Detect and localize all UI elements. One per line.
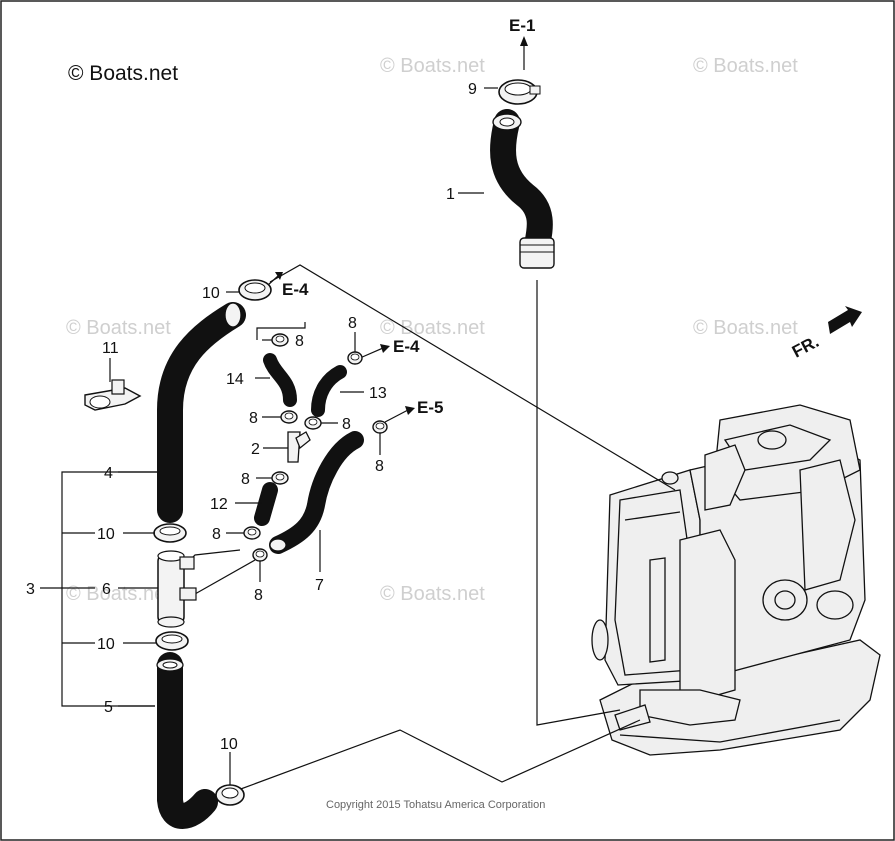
clamp-9[interactable]: [498, 79, 541, 105]
engine-pulley-hub: [774, 590, 796, 610]
hose-12[interactable]: [254, 482, 278, 526]
watermark-faint: © Boats.net: [66, 583, 171, 605]
hose-13[interactable]: [311, 365, 347, 417]
watermark-faint: © Boats.net: [380, 55, 485, 77]
arrow-e4-top-head: [275, 272, 283, 280]
copyright-notice: Copyright 2015 Tohatsu America Corporati…: [326, 799, 545, 811]
clamp-8[interactable]: [304, 416, 322, 430]
tee-6[interactable]: [157, 550, 197, 628]
arrow-e4-top-shaft: [267, 275, 279, 286]
clamp-8[interactable]: [271, 471, 289, 485]
clamp-8[interactable]: [372, 420, 388, 434]
arrow-e4-mid-shaft: [359, 347, 384, 359]
callout-10: 10: [97, 636, 115, 653]
callout-11: 11: [102, 340, 119, 357]
clamp-8[interactable]: [347, 351, 363, 365]
callout-5: 5: [104, 699, 113, 716]
watermark-faint: © Boats.net: [693, 317, 798, 339]
engine-side-boss: [591, 619, 609, 661]
line-tee-to-clamp8b: [194, 559, 256, 595]
line-bottom-to-engine: [237, 719, 641, 791]
callout-8: 8: [241, 471, 250, 488]
ref-e5: E-5: [417, 398, 443, 417]
clamp-8[interactable]: [243, 526, 261, 540]
callout-8: 8: [342, 416, 351, 433]
clamp-8[interactable]: [271, 333, 289, 347]
callout-3: 3: [26, 581, 35, 598]
callout-6: 6: [102, 581, 111, 598]
ref-e4-mid: E-4: [393, 337, 420, 356]
callout-9: 9: [468, 81, 477, 98]
engine-elbow: [704, 444, 746, 511]
callout-8: 8: [375, 458, 384, 475]
callout-lines: [40, 87, 498, 785]
hose-7[interactable]: [269, 431, 364, 554]
clamp-10-top[interactable]: [238, 279, 272, 301]
callout-10: 10: [97, 526, 115, 543]
watermark-faint: © Boats.net: [66, 317, 171, 339]
connection-lines: [184, 36, 676, 791]
clamp-10-lower[interactable]: [155, 631, 189, 651]
clamp-10-bottom[interactable]: [215, 784, 245, 806]
callout-8: 8: [295, 333, 304, 350]
line-e4-bracket: [256, 322, 306, 340]
arrow-e5-shaft: [384, 409, 409, 423]
bracket-11[interactable]: [84, 379, 142, 411]
engine-tank-line: [624, 511, 681, 521]
hose-5[interactable]: [156, 652, 218, 829]
hose-14[interactable]: [263, 353, 297, 407]
callout-10: 10: [220, 736, 238, 753]
front-direction-arrow: [828, 306, 862, 334]
engine-cap: [816, 590, 854, 620]
callout-8: 8: [254, 587, 263, 604]
callout-10: 10: [202, 285, 220, 302]
callout-8: 8: [249, 410, 258, 427]
joint-2[interactable]: [287, 431, 311, 463]
hose-1[interactable]: [490, 109, 555, 269]
line-hose1-to-engine: [536, 280, 621, 726]
engine-tank-slot: [649, 557, 666, 663]
engine-outlet: [614, 704, 651, 731]
engine-riser: [679, 529, 736, 701]
ref-e1: E-1: [509, 16, 535, 35]
engine-port-top: [757, 430, 787, 450]
arrow-e1-head: [520, 36, 528, 46]
watermark-faint: © Boats.net: [380, 583, 485, 605]
watermark-main: © Boats.net: [68, 62, 178, 85]
clamp-10-upper[interactable]: [153, 523, 187, 543]
callout-1: 1: [446, 186, 455, 203]
callout-12: 12: [210, 496, 228, 513]
callout-4: 4: [104, 465, 113, 482]
callout-8: 8: [212, 526, 221, 543]
callout-7: 7: [315, 577, 324, 594]
engine-assembly: [591, 404, 881, 756]
callout-13: 13: [369, 385, 387, 402]
callout-14: 14: [226, 371, 244, 388]
engine-nipple: [661, 471, 679, 485]
clamp-8[interactable]: [280, 410, 298, 424]
callout-2: 2: [251, 441, 260, 458]
ref-e4-top: E-4: [282, 280, 309, 299]
engine-base-edge: [619, 719, 841, 743]
arrow-e5-head: [405, 406, 415, 415]
arrow-e4-mid-head: [380, 344, 390, 353]
engine-cylinder: [799, 459, 856, 591]
watermark-faint: © Boats.net: [380, 317, 485, 339]
watermark-faint: © Boats.net: [693, 55, 798, 77]
hose-4[interactable]: [157, 302, 246, 523]
callout-8: 8: [348, 315, 357, 332]
clamp-8[interactable]: [252, 548, 268, 562]
